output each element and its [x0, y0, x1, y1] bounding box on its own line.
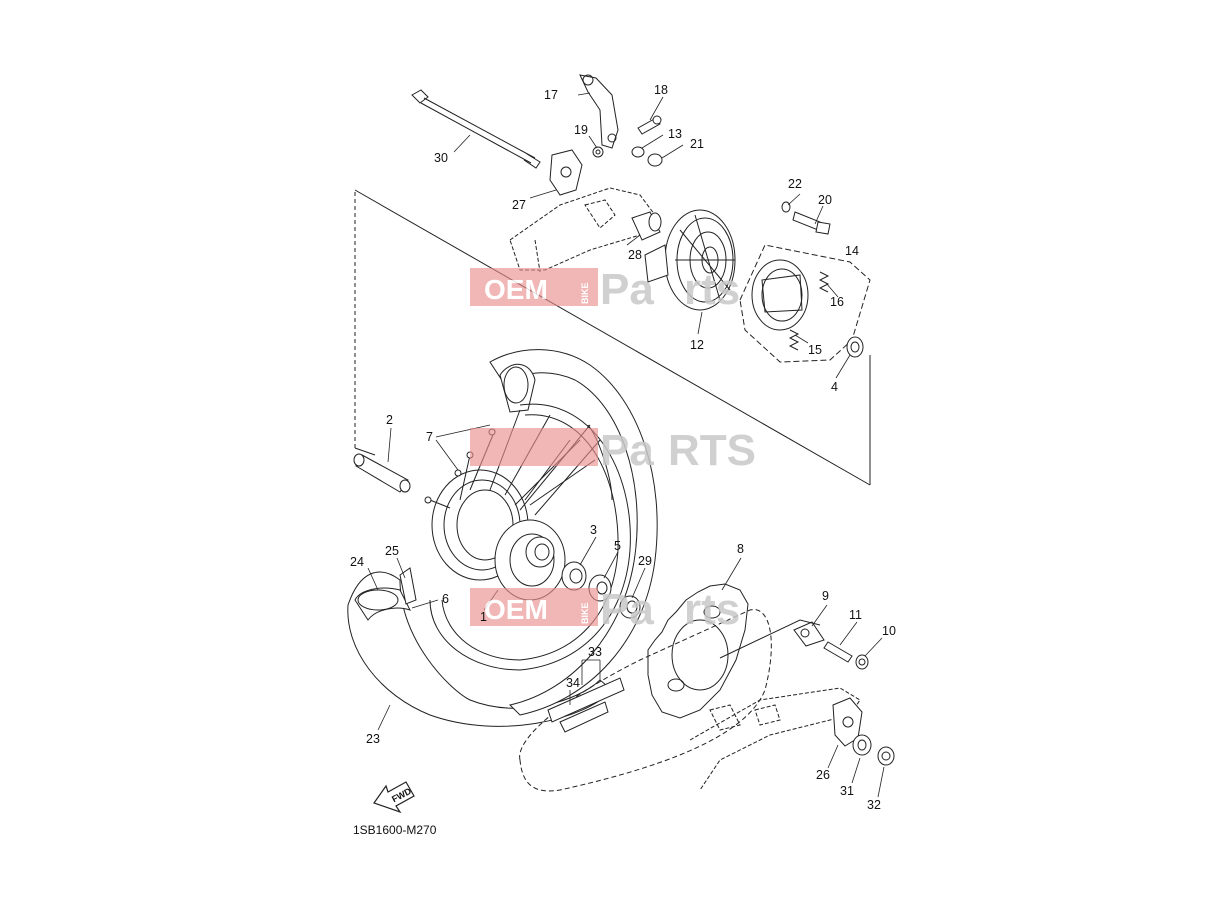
watermark-rts: RTS: [668, 426, 756, 475]
hub-part-1: [431, 469, 566, 601]
watermark-top: OEM BIKE Pa rts: [470, 265, 740, 314]
callout-25: 25: [385, 544, 399, 558]
sprocket-part-8: [647, 583, 749, 719]
callout-7: 7: [426, 430, 433, 444]
washer-part-13: [631, 146, 645, 158]
camshaft-part-20: [792, 211, 831, 235]
bolt-part-18: [637, 115, 662, 135]
callout-33: 33: [588, 645, 602, 659]
callout-17: 17: [544, 88, 558, 102]
callout-30: 30: [434, 151, 448, 165]
tire-part-23: [347, 349, 658, 727]
watermark-pa: Pa: [600, 585, 654, 634]
callout-9: 9: [822, 589, 829, 603]
callout-18: 18: [654, 83, 668, 97]
callout-29: 29: [638, 554, 652, 568]
nut-part-10: [855, 654, 869, 670]
callout-8: 8: [737, 542, 744, 556]
callout-34: 34: [566, 676, 580, 690]
watermark-middle: Pa RTS: [470, 426, 756, 475]
adjuster-part-27: [549, 149, 583, 196]
lock-washer-part-9: [793, 621, 825, 647]
callout-31: 31: [840, 784, 854, 798]
callout-11: 11: [849, 608, 862, 622]
callout-26: 26: [816, 768, 830, 782]
watermark-rts: rts: [684, 585, 740, 634]
master-link-part-34: [547, 677, 625, 733]
callout-32: 32: [867, 798, 881, 812]
watermark-oem: OEM: [484, 594, 548, 625]
collar-part-29: [619, 595, 641, 619]
collar-part-2: [353, 453, 411, 493]
collar-part-28: [631, 211, 662, 241]
fwd-arrow-icon: FWD: [373, 781, 415, 814]
callout-3: 3: [590, 523, 597, 537]
callout-15: 15: [808, 343, 822, 357]
callout-22: 22: [788, 177, 802, 191]
watermark-pa: Pa: [600, 265, 654, 314]
part-labels: 1 2 3 4 5 6 7 8 9 10 11 12 13 14 15 16 1…: [350, 83, 896, 812]
axle-part-30: [411, 89, 541, 169]
callout-21: 21: [690, 137, 704, 151]
nut-part-19: [592, 146, 604, 158]
nut-part-32: [877, 746, 895, 766]
callout-20: 20: [818, 193, 832, 207]
bearing-part-4: [846, 336, 864, 358]
brake-shoe-plate-part-12: [644, 209, 736, 311]
callout-27: 27: [512, 198, 526, 212]
callout-23: 23: [366, 732, 380, 746]
watermark-oem: OEM: [484, 274, 548, 305]
o-ring-part-22: [781, 201, 791, 213]
callout-12: 12: [690, 338, 704, 352]
swingarm-outline-bottom: [689, 687, 861, 791]
spring-part-16: [818, 271, 830, 293]
callout-14: 14: [845, 244, 859, 258]
washer-part-31: [852, 734, 872, 756]
watermark-bike: BIKE: [580, 602, 590, 624]
callout-4: 4: [831, 380, 838, 394]
rim-band-part-6: [354, 567, 417, 621]
callout-1: 1: [480, 610, 487, 624]
callout-5: 5: [614, 539, 621, 553]
bearing-part-3: [561, 561, 587, 591]
watermark-pa: Pa: [600, 426, 654, 475]
leader-lines: [367, 92, 885, 798]
callout-6: 6: [442, 592, 449, 606]
drawing-code: 1SB1600-M270: [353, 823, 437, 837]
collar-part-21: [647, 153, 663, 167]
callout-24: 24: [350, 555, 364, 569]
callout-28: 28: [628, 248, 642, 262]
watermark-rts: rts: [684, 265, 740, 314]
assembly-reference-line: [354, 189, 871, 486]
watermark-bike: BIKE: [580, 282, 590, 304]
callout-13: 13: [668, 127, 682, 141]
spring-part-15: [788, 329, 800, 351]
brake-camshaft-lever-part-17: [579, 74, 619, 149]
callout-2: 2: [386, 413, 393, 427]
watermark-bottom: OEM BIKE Pa rts: [470, 585, 740, 634]
callout-19: 19: [574, 123, 588, 137]
callout-16: 16: [830, 295, 844, 309]
callout-10: 10: [882, 624, 896, 638]
bolt-part-11: [823, 641, 853, 663]
